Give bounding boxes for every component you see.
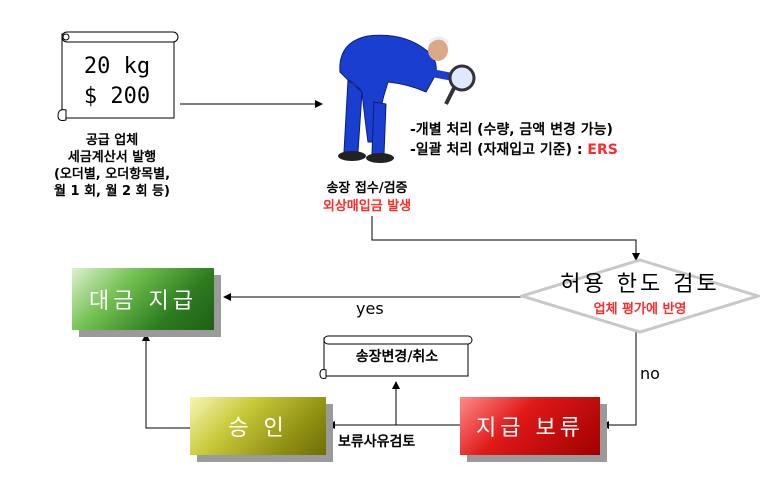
invoice-receipt-label: 송장 접수/검증 외상매입금 발생	[292, 180, 442, 216]
invoice-scroll-text: 20 kg $ 200	[62, 52, 172, 112]
payment-hold-label: 지급 보류	[476, 416, 584, 441]
payment-hold-box: 지급 보류	[460, 397, 600, 455]
supplier-invoice-issue: 세금계산서 발행	[67, 150, 157, 165]
change-scroll-icon	[319, 335, 473, 379]
hold-review-label: 보류사유검토	[336, 431, 418, 451]
accounts-payable-note: 외상매입금 발생	[322, 199, 412, 214]
arrow-approval-to-payment	[142, 333, 190, 429]
payment-label: 대금 지급	[89, 289, 197, 314]
invoice-scroll-icon	[57, 31, 179, 121]
batch-processing-text: -일괄 처리 (자재입고 기준) :	[410, 142, 588, 158]
supplier-title: 공급 업체	[85, 133, 139, 148]
invoice-receipt-title: 송장 접수/검증	[326, 181, 408, 196]
supplier-label: 공급 업체 세금계산서 발행 (오더별, 오더항목별, 월 1 회, 월 2 회…	[20, 132, 204, 200]
payment-box: 대금 지급	[72, 268, 214, 330]
supplier-frequency-1: (오더별, 오더항목별,	[53, 167, 171, 182]
inspector-magnifier-figure	[338, 34, 476, 163]
ers-label: ERS	[587, 142, 618, 158]
vendor-evaluation-note: 업체 평가에 반영	[593, 302, 687, 317]
batch-processing-note: -일괄 처리 (자재입고 기준) : ERS	[410, 140, 618, 160]
invoice-amount: $ 200	[83, 84, 151, 109]
invoice-weight: 20 kg	[83, 54, 151, 79]
individual-processing-note: -개별 처리 (수량, 금액 변경 가능)	[410, 122, 613, 138]
yes-label: yes	[356, 299, 384, 318]
arrow-check-no-to-hold	[601, 332, 637, 429]
supplier-frequency-2: 월 1 회, 월 2 회 등)	[54, 184, 170, 199]
no-label: no	[640, 364, 660, 383]
processing-notes: -개별 처리 (수량, 금액 변경 가능) -일괄 처리 (자재입고 기준) :…	[410, 120, 618, 160]
tolerance-check-diamond	[520, 258, 760, 334]
approval-label: 승 인	[228, 416, 288, 441]
tolerance-check-label: 허용 한도 검토	[560, 272, 720, 297]
approval-box: 승 인	[190, 397, 326, 455]
arrow-receipt-to-check	[371, 216, 640, 261]
change-scroll-label: 송장변경/취소	[355, 349, 439, 365]
